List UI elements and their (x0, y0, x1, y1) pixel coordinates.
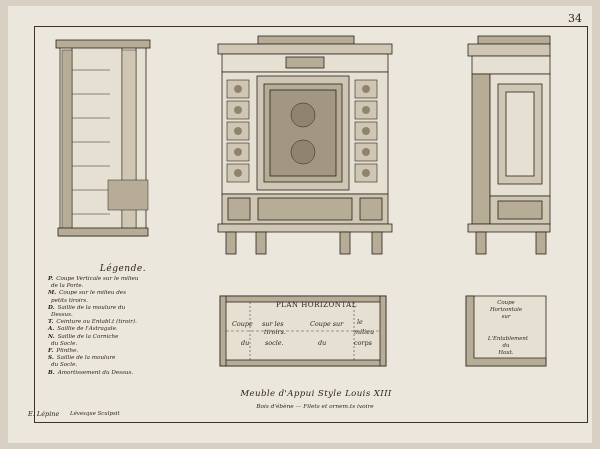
plate-subcaption: Bois d'ébène — Filets et ornem.ts ivoire (256, 404, 374, 410)
plan-title: PLAN HORIZONTAL (276, 301, 357, 309)
plan-label: du (318, 339, 327, 347)
plan-label: corps (354, 339, 372, 347)
legend-item: du Socle. (51, 340, 78, 347)
coupe-label: Horizontale (489, 307, 523, 313)
plan-label: tiroirs. (264, 328, 286, 336)
horizontal-section-drawing (465, 295, 547, 367)
plan-label: sur les (262, 320, 284, 328)
cabinet-front-elevation (217, 35, 393, 255)
legend-title: Légende. (99, 264, 147, 274)
plan-label: Coupe sur (310, 320, 344, 328)
coupe-label: du (502, 343, 510, 349)
legend-item: du Socle. (51, 362, 78, 369)
vertical-section-drawing (55, 39, 151, 237)
engraver-signature: E. Lépine (28, 410, 60, 418)
plan-label: milieu (354, 328, 375, 336)
legend-item: S.Saillie de la moulure (48, 355, 116, 362)
plan-label: le (357, 318, 363, 326)
legend-item: D.Saillie de la moulure du (48, 304, 126, 311)
plate-caption: Meuble d'Appui Style Louis XIII (240, 389, 392, 399)
legend-item: Dessus. (51, 312, 73, 319)
plate-border (34, 26, 588, 423)
cabinet-side-elevation (467, 35, 551, 255)
page-number: 34 (568, 12, 582, 25)
legend-item: B.Amortissement du Dessus. (48, 369, 134, 376)
plan-label: socle. (265, 339, 284, 347)
coupe-label: Coupe (497, 300, 515, 306)
legend-item: M.Coupe sur le milieu des (48, 290, 126, 297)
sculptor-signature: Lévesque Sculpsit (70, 411, 120, 417)
legend-item: A.Saillie de l'Astragale. (48, 326, 118, 333)
horizontal-plan-drawing (219, 295, 387, 367)
legend-item: de la Porte. (51, 283, 84, 290)
coupe-label: sur (501, 314, 511, 320)
legend-item: P.Coupe Verticale sur le milieu (48, 276, 139, 282)
coupe-label: L'Entablement (487, 336, 529, 342)
legend-item: petits tiroirs. (51, 297, 89, 304)
legend: Légende. P.Coupe Verticale sur le milieu… (48, 264, 198, 377)
coupe-label: Haut. (498, 350, 514, 356)
plan-label: du (241, 339, 250, 347)
plan-label: Coupe (232, 320, 253, 328)
legend-item: T.Ceinture ou Entabl.t (tiroir). (48, 319, 137, 326)
legend-item: N.Saillie de la Corniche (48, 333, 119, 340)
legend-item: F.Plinthe. (48, 348, 79, 355)
